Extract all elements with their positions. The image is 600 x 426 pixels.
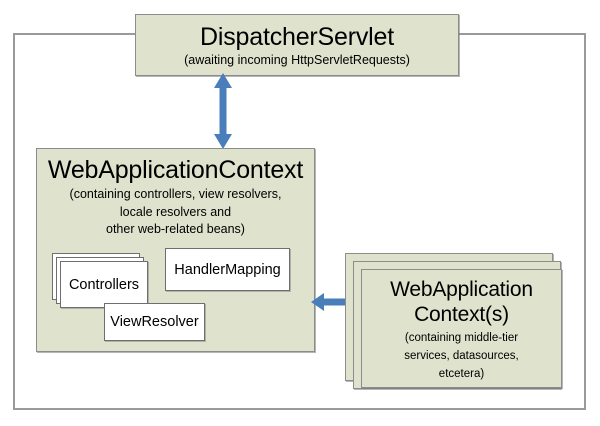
root-application-context-title-line-2: Context(s) <box>414 302 509 326</box>
root-application-context-title-line-1: WebApplication <box>390 277 533 301</box>
dispatcher-servlet-box: DispatcherServlet (awaiting incoming Htt… <box>135 14 459 76</box>
dispatcher-servlet-title: DispatcherServlet <box>200 22 394 51</box>
web-application-context-subtitle-line-2: locale resolvers and <box>119 204 232 219</box>
root-application-context-card-front: WebApplication Context(s) (containing mi… <box>361 269 562 388</box>
controllers-label: Controllers <box>68 276 140 293</box>
view-resolver-box: ViewResolver <box>104 303 205 341</box>
web-application-context-heading: WebApplicationContext (containing contro… <box>37 155 314 238</box>
root-application-context-subtitle-line-3: etcetera) <box>438 367 485 380</box>
web-application-context-subtitle-line-1: (containing controllers, view resolvers, <box>69 187 282 201</box>
view-resolver-label: ViewResolver <box>110 314 199 330</box>
web-application-context-title: WebApplicationContext <box>47 156 304 184</box>
handler-mapping-label: HandlerMapping <box>174 261 281 278</box>
controllers-card-front: Controllers <box>60 261 148 308</box>
root-application-context-subtitle-line-2: services, datasources, <box>404 349 519 362</box>
web-application-context-subtitle-line-3: other web-related beans) <box>106 222 245 236</box>
dispatcher-to-web-context-arrow <box>213 73 233 149</box>
root-application-context-subtitle-line-1: (containing middle-tier <box>404 331 519 344</box>
dispatcher-servlet-subtitle: (awaiting incoming HttpServletRequests) <box>184 52 410 67</box>
handler-mapping-box: HandlerMapping <box>165 248 290 291</box>
